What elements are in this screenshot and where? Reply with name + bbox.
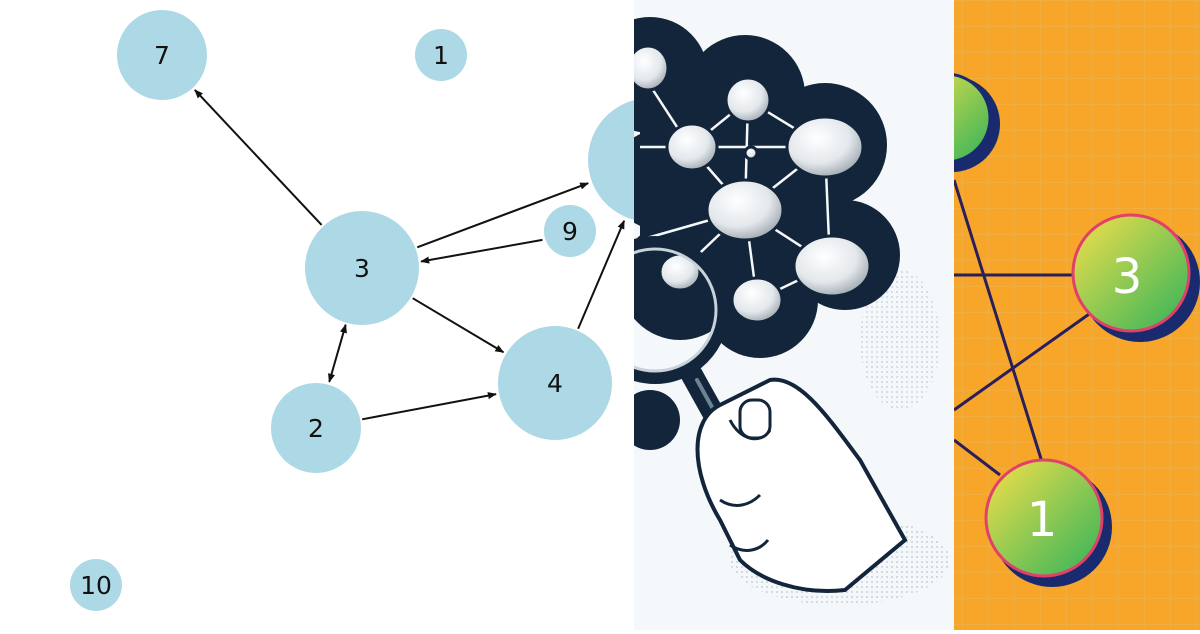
node-2: 2 — [271, 383, 361, 473]
node-3: 3 — [305, 211, 419, 325]
magnifier-illustration-panel — [587, 0, 954, 630]
colorful-node-label: 3 — [1112, 249, 1143, 305]
node-label: 10 — [80, 571, 112, 600]
node-10: 10 — [70, 559, 122, 611]
node-4: 4 — [498, 326, 612, 440]
node-9: 9 — [544, 205, 596, 257]
node-label: 7 — [154, 41, 170, 70]
node-label: 1 — [433, 41, 449, 70]
node-label: 4 — [547, 369, 563, 398]
node-label: 3 — [354, 254, 370, 283]
colorful-node-label: 1 — [1027, 492, 1058, 548]
node-7: 7 — [117, 10, 207, 100]
network-graph-panel: 7 1 3 9 4 2 10 — [0, 0, 712, 630]
node-1: 1 — [415, 29, 467, 81]
node-label: 2 — [308, 414, 324, 443]
node-label: 9 — [562, 217, 578, 246]
